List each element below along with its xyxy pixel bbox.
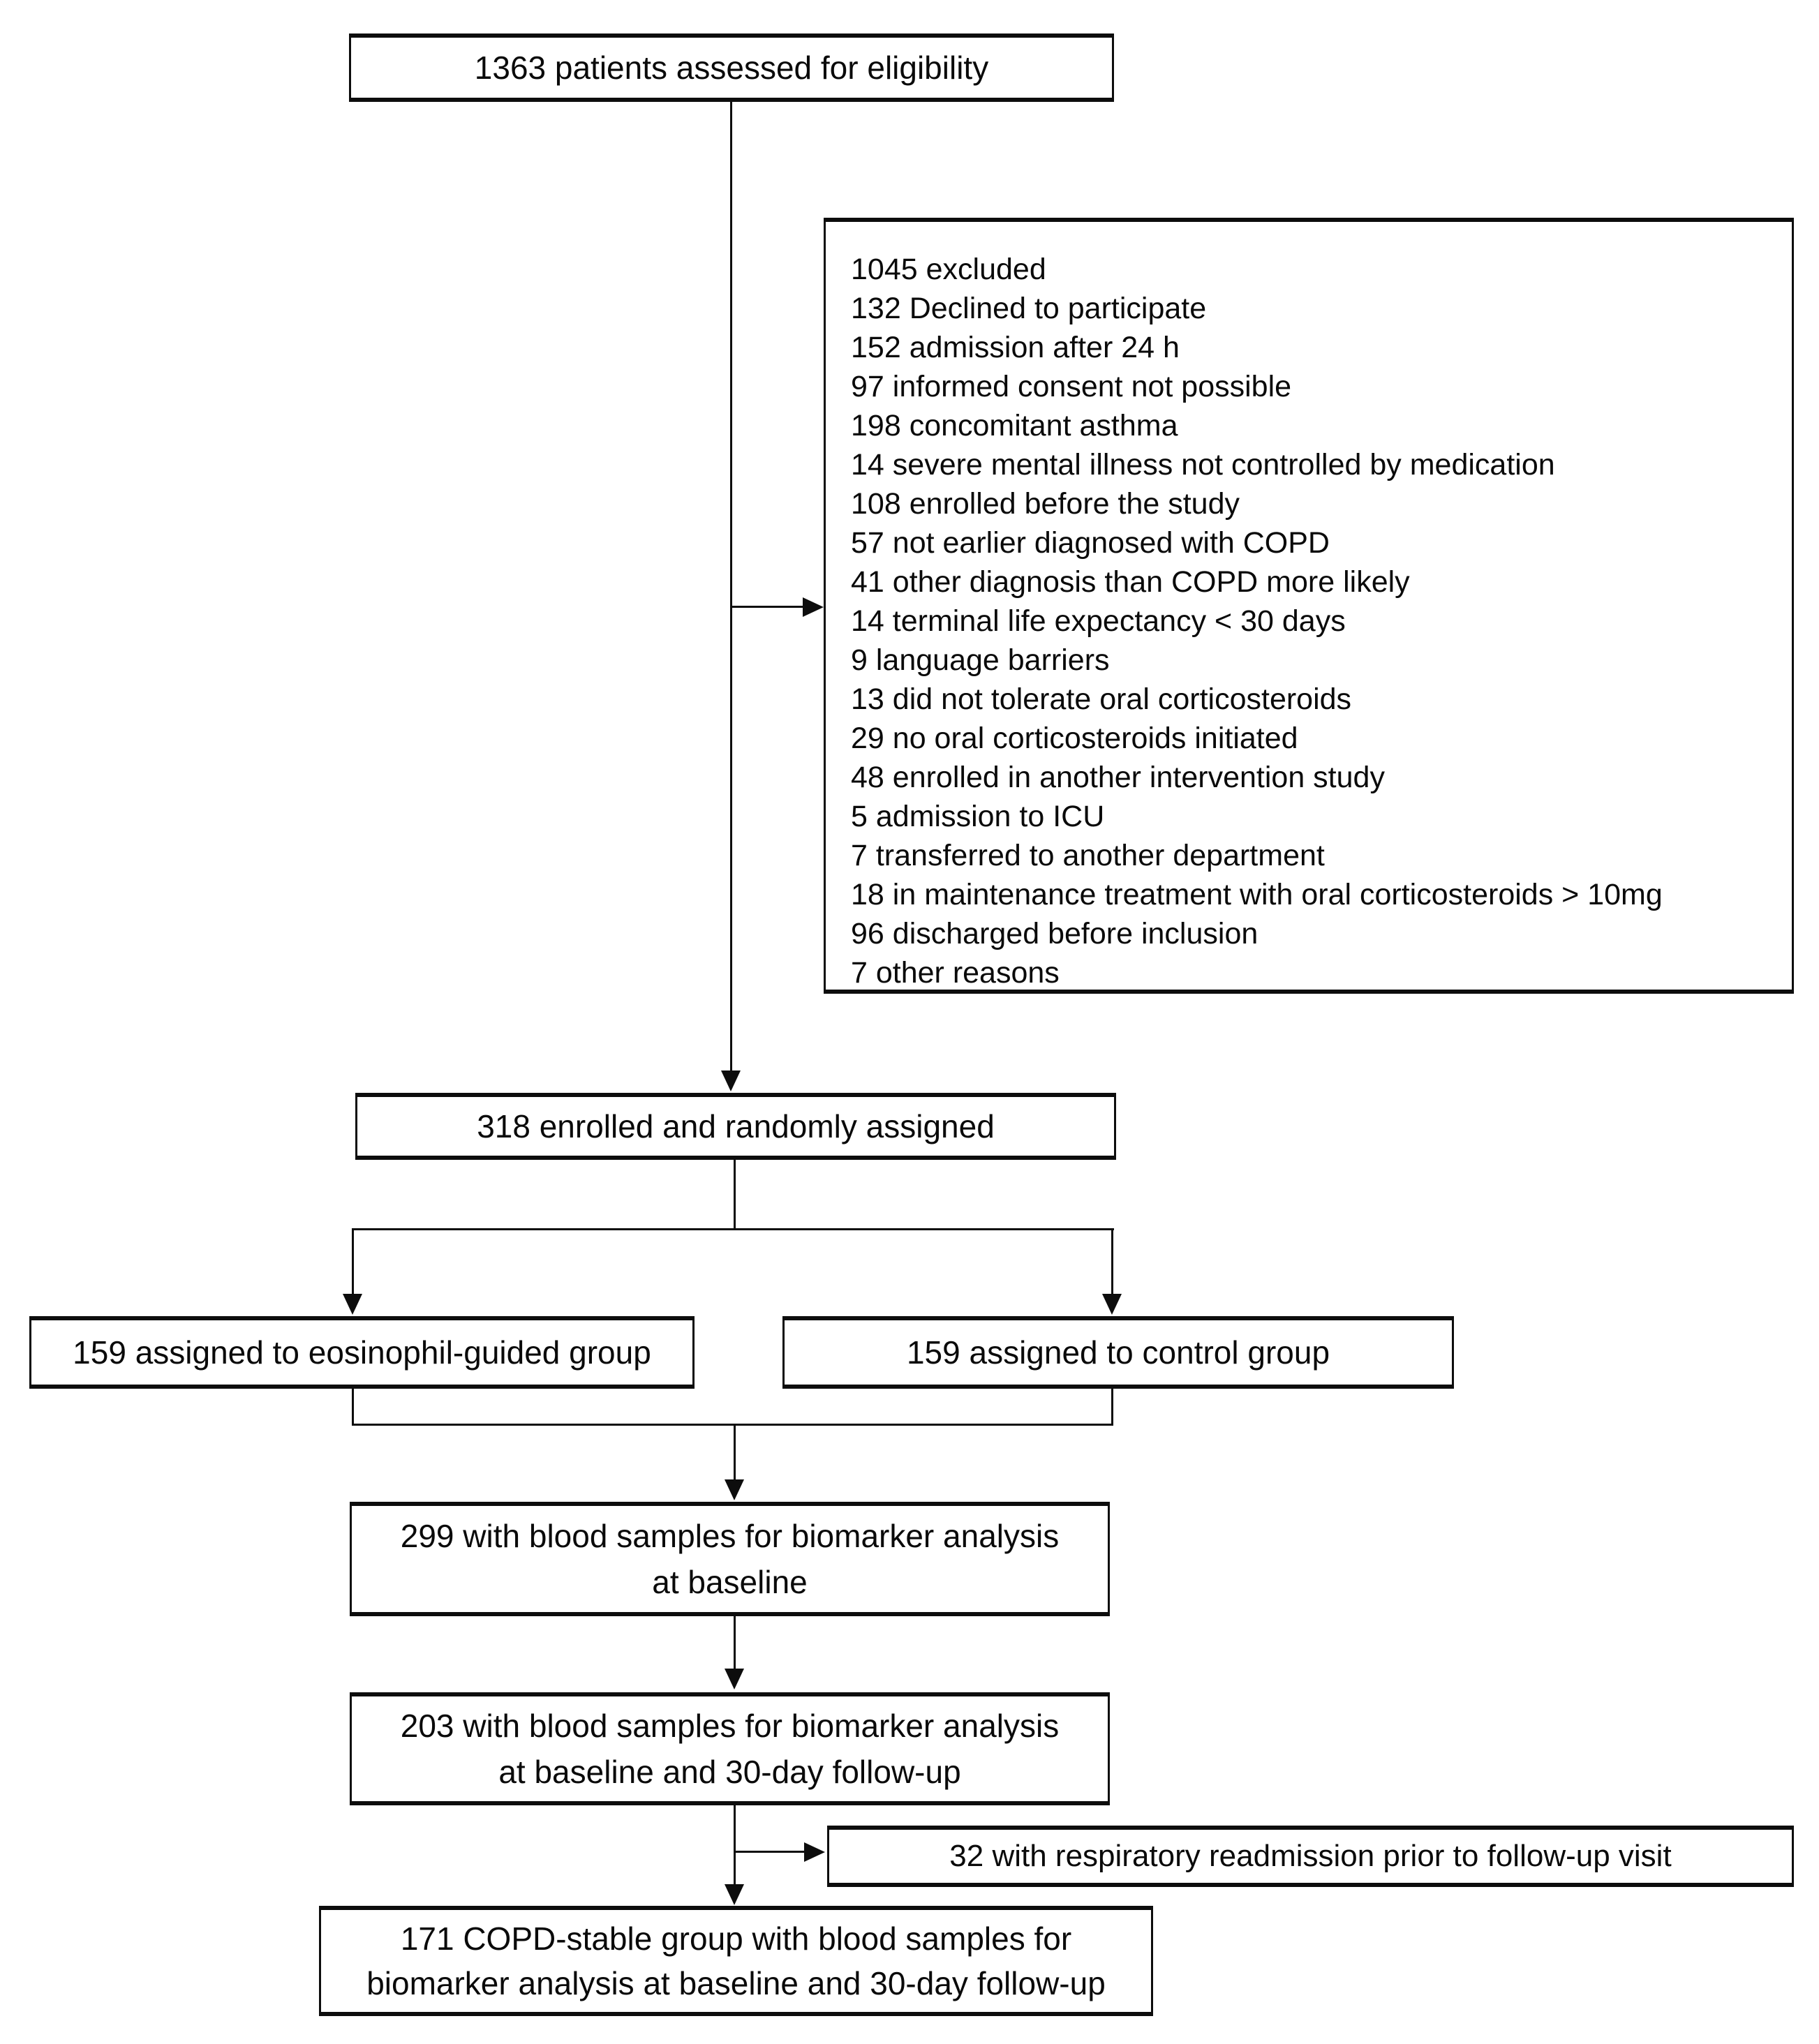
box-excluded: 1045 excluded 132 Declined to participat… bbox=[824, 218, 1794, 994]
box-enrolled-randomized-text: 318 enrolled and randomly assigned bbox=[477, 1108, 995, 1144]
box-followup-samples-text-line2: at baseline and 30-day follow-up bbox=[498, 1754, 961, 1790]
excluded-line: 5 admission to ICU bbox=[851, 800, 1105, 833]
connector-to-control-group bbox=[1111, 1228, 1113, 1297]
arrowhead-into-excluded bbox=[803, 597, 824, 617]
box-patients-assessed-text: 1363 patients assessed for eligibility bbox=[474, 50, 989, 86]
box-baseline-samples-text-line2: at baseline bbox=[652, 1564, 808, 1600]
excluded-line: 108 enrolled before the study bbox=[851, 487, 1240, 521]
excluded-line: 13 did not tolerate oral corticosteroids bbox=[851, 682, 1352, 716]
excluded-line: 198 concomitant asthma bbox=[851, 409, 1178, 442]
arrowhead-into-readmission bbox=[804, 1842, 825, 1862]
connector-to-excluded bbox=[731, 606, 804, 608]
connector-eosinophil-down bbox=[352, 1389, 354, 1426]
excluded-line: 48 enrolled in another intervention stud… bbox=[851, 761, 1385, 794]
box-respiratory-readmission: 32 with respiratory readmission prior to… bbox=[827, 1826, 1794, 1887]
connector-assessed-to-enrolled bbox=[730, 102, 732, 1072]
connector-enrolled-stub bbox=[734, 1160, 736, 1230]
connector-to-eosinophil-group bbox=[352, 1228, 354, 1297]
box-followup-samples: 203 with blood samples for biomarker ana… bbox=[350, 1692, 1110, 1805]
connector-control-down bbox=[1111, 1389, 1113, 1426]
connector-followup-to-stable bbox=[734, 1805, 736, 1886]
excluded-line: 152 admission after 24 h bbox=[851, 331, 1180, 364]
box-copd-stable-group-text-line1: 171 COPD-stable group with blood samples… bbox=[400, 1920, 1072, 1957]
arrowhead-into-enrolled bbox=[721, 1071, 741, 1091]
arrowhead-into-baseline-samples bbox=[725, 1479, 744, 1500]
excluded-line: 1045 excluded bbox=[851, 253, 1046, 286]
box-baseline-samples: 299 with blood samples for biomarker ana… bbox=[350, 1502, 1110, 1616]
box-respiratory-readmission-text: 32 with respiratory readmission prior to… bbox=[949, 1839, 1672, 1873]
box-copd-stable-group-text-line2: biomarker analysis at baseline and 30-da… bbox=[366, 1965, 1106, 2001]
box-followup-samples-text-line1: 203 with blood samples for biomarker ana… bbox=[400, 1708, 1060, 1744]
excluded-line: 18 in maintenance treatment with oral co… bbox=[851, 878, 1663, 911]
box-control-group-text: 159 assigned to control group bbox=[906, 1334, 1330, 1371]
box-control-group: 159 assigned to control group bbox=[782, 1316, 1454, 1389]
excluded-line: 7 transferred to another department bbox=[851, 839, 1325, 872]
box-patients-assessed: 1363 patients assessed for eligibility bbox=[349, 33, 1114, 102]
excluded-line: 132 Declined to participate bbox=[851, 292, 1207, 325]
excluded-line: 14 severe mental illness not controlled … bbox=[851, 448, 1555, 482]
box-eosinophil-guided-group-text: 159 assigned to eosinophil-guided group bbox=[73, 1334, 651, 1371]
arrowhead-into-eosinophil-group bbox=[343, 1294, 362, 1315]
arrowhead-into-followup-samples bbox=[725, 1669, 744, 1689]
box-copd-stable-group: 171 COPD-stable group with blood samples… bbox=[319, 1906, 1153, 2016]
connector-merge-horizontal bbox=[352, 1424, 1113, 1426]
connector-split-horizontal bbox=[352, 1228, 1114, 1230]
excluded-line: 7 other reasons bbox=[851, 956, 1060, 990]
excluded-line: 14 terminal life expectancy < 30 days bbox=[851, 604, 1346, 638]
excluded-line: 96 discharged before inclusion bbox=[851, 917, 1259, 950]
box-baseline-samples-text-line1: 299 with blood samples for biomarker ana… bbox=[400, 1518, 1060, 1554]
connector-to-readmission bbox=[734, 1851, 805, 1853]
box-enrolled-randomized: 318 enrolled and randomly assigned bbox=[355, 1093, 1116, 1160]
connector-baseline-to-followup bbox=[734, 1616, 736, 1670]
box-eosinophil-guided-group: 159 assigned to eosinophil-guided group bbox=[29, 1316, 695, 1389]
excluded-line: 9 language barriers bbox=[851, 643, 1110, 677]
connector-merge-down bbox=[734, 1424, 736, 1482]
arrowhead-into-control-group bbox=[1102, 1294, 1122, 1315]
excluded-line: 29 no oral corticosteroids initiated bbox=[851, 722, 1298, 755]
arrowhead-into-copd-stable bbox=[725, 1884, 744, 1905]
excluded-line: 41 other diagnosis than COPD more likely bbox=[851, 565, 1410, 599]
excluded-line: 57 not earlier diagnosed with COPD bbox=[851, 526, 1330, 560]
excluded-line: 97 informed consent not possible bbox=[851, 370, 1292, 403]
